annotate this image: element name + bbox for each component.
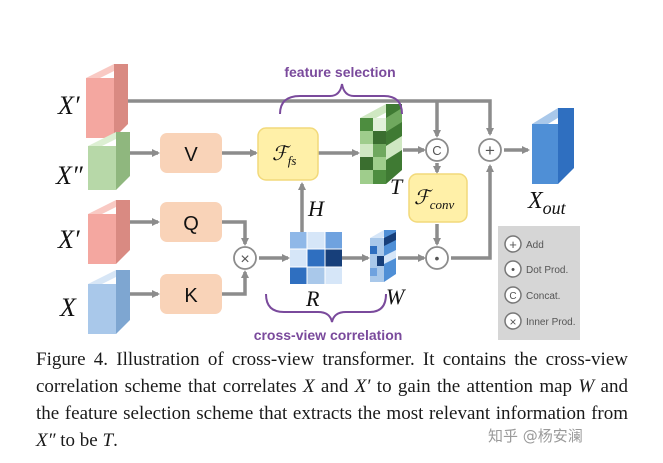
connections bbox=[128, 99, 530, 298]
legend-inner-symbol: × bbox=[509, 315, 516, 329]
legend-concat-label: Concat. bbox=[526, 291, 560, 302]
legend-concat-symbol: C bbox=[509, 291, 516, 302]
box-q: Q bbox=[160, 202, 222, 242]
label-h: H bbox=[307, 196, 325, 221]
input-cube-x bbox=[88, 270, 130, 334]
caption-var-xprime: X′ bbox=[354, 376, 371, 397]
input-cube-xdoubleprime bbox=[88, 132, 130, 190]
box-k-label: K bbox=[184, 285, 198, 307]
annotation-feature-selection: feature selection bbox=[284, 64, 395, 80]
op-concat-symbol: C bbox=[432, 143, 441, 158]
legend-item-dot: • Dot Prod. bbox=[504, 260, 568, 278]
label-t: T bbox=[390, 174, 404, 199]
op-add: + bbox=[478, 138, 502, 162]
op-dot-symbol: • bbox=[435, 250, 440, 266]
label-xprime-mid: X′ bbox=[57, 225, 80, 254]
legend-dot-label: Dot Prod. bbox=[526, 265, 568, 276]
op-inner: × bbox=[233, 246, 257, 270]
legend: + Add • Dot Prod. C Concat. × Inner Prod… bbox=[498, 226, 580, 340]
box-f-fs: ℱfs bbox=[257, 127, 319, 181]
caption-text-2: and bbox=[314, 376, 355, 397]
caption-text-4: and the feature selection scheme that ex… bbox=[36, 376, 628, 424]
svg-text:ℱfs: ℱfs bbox=[272, 143, 296, 168]
caption-var-x: X bbox=[302, 376, 315, 397]
legend-inner-label: Inner Prod. bbox=[526, 317, 575, 328]
f-fs-symbol: ℱ bbox=[272, 143, 291, 165]
arrow-dot-to-add bbox=[451, 164, 494, 260]
op-inner-symbol: × bbox=[240, 251, 249, 268]
watermark: 知乎 @杨安澜 bbox=[488, 427, 583, 445]
label-x-out: X bbox=[527, 188, 544, 214]
f-conv-subscript: conv bbox=[430, 197, 455, 212]
caption-text-3: to gain the attention map bbox=[370, 376, 579, 397]
label-r: R bbox=[305, 286, 320, 311]
box-f-conv: ℱconv bbox=[408, 173, 468, 223]
legend-add-symbol: + bbox=[509, 237, 517, 252]
caption-text-1: Illustration of cross-view transformer. … bbox=[36, 349, 628, 397]
arrow-q-to-inner bbox=[222, 220, 249, 246]
f-conv-symbol: ℱ bbox=[414, 187, 433, 209]
caption-figure-number: Figure 4. bbox=[36, 349, 109, 370]
legend-dot-symbol: • bbox=[511, 264, 515, 276]
svg-text:Xout: Xout bbox=[527, 188, 567, 218]
f-fs-subscript: fs bbox=[288, 153, 297, 168]
svg-text:ℱconv: ℱconv bbox=[414, 187, 455, 212]
matrix-w bbox=[370, 230, 396, 282]
op-dot: • bbox=[425, 246, 449, 270]
caption-text-6: . bbox=[113, 430, 118, 451]
legend-item-add: + Add bbox=[504, 235, 544, 253]
legend-add-label: Add bbox=[526, 240, 544, 251]
architecture-diagram: X′ X″ X′ X V Q K ℱfs ℱconv bbox=[55, 64, 580, 343]
output-cube bbox=[532, 108, 574, 184]
brace-feature-selection bbox=[279, 83, 403, 115]
op-add-symbol: + bbox=[485, 141, 495, 160]
matrix-r bbox=[290, 232, 342, 284]
brace-cross-view bbox=[265, 293, 387, 323]
box-q-label: Q bbox=[183, 213, 199, 235]
annotation-cross-view-correlation: cross-view correlation bbox=[254, 327, 403, 343]
caption-var-t: T bbox=[102, 430, 114, 451]
box-v-label: V bbox=[184, 144, 198, 166]
label-w: W bbox=[386, 284, 406, 309]
box-v: V bbox=[160, 133, 222, 173]
caption-var-w: W bbox=[578, 376, 595, 397]
caption-var-xdoubleprime: X″ bbox=[36, 430, 56, 451]
input-cube-xprime-mid bbox=[88, 200, 130, 264]
legend-item-inner: × Inner Prod. bbox=[504, 312, 575, 330]
legend-item-concat: C Concat. bbox=[504, 286, 560, 304]
box-k: K bbox=[160, 274, 222, 314]
label-x: X bbox=[59, 293, 77, 322]
figure-caption: Figure 4. Illustration of cross-view tra… bbox=[36, 346, 628, 454]
op-concat: C bbox=[425, 138, 449, 162]
caption-text-5: to be bbox=[55, 430, 103, 451]
arrow-k-to-inner bbox=[222, 270, 249, 296]
input-cube-xprime-top bbox=[86, 64, 128, 138]
label-xprime-top: X′ bbox=[57, 91, 80, 120]
arrow-xprime-to-add bbox=[128, 99, 494, 136]
label-x-out-sub: out bbox=[543, 198, 567, 218]
cube-t bbox=[360, 104, 402, 184]
label-xdoubleprime: X″ bbox=[55, 161, 84, 190]
